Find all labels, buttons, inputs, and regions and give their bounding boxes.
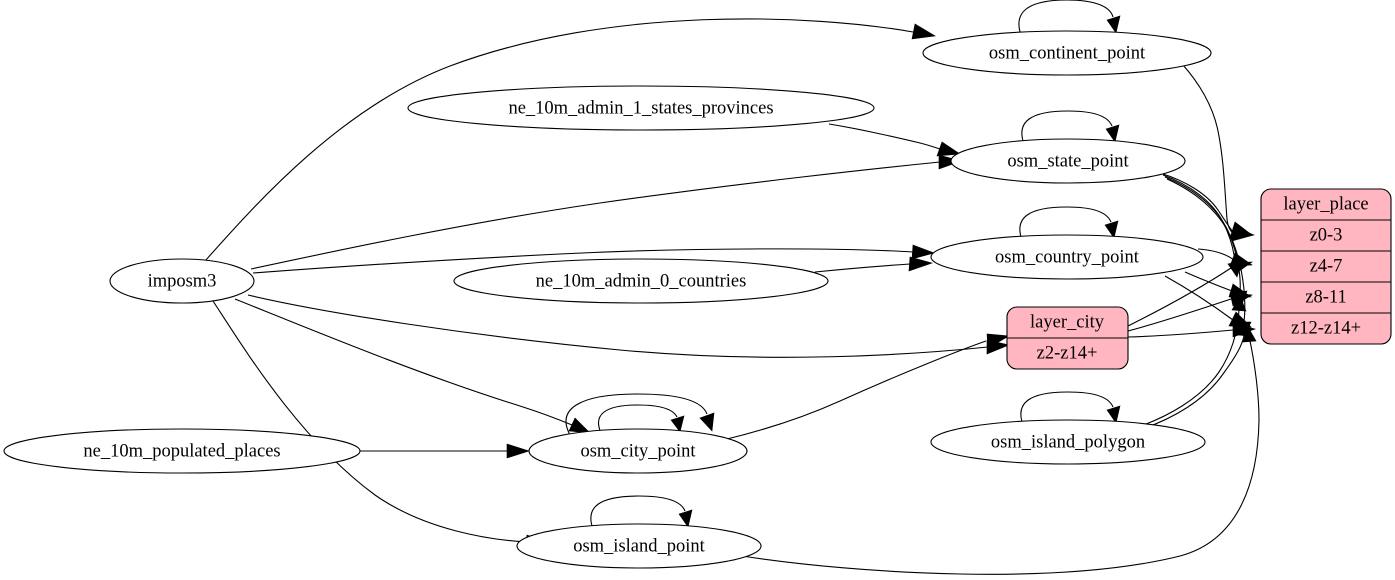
edge-layer_city-to-z4-7 [1127,261,1254,327]
edge-imposm3-to-osm_country_point [252,244,935,274]
record-node-layer_place[interactable]: layer_place z0-3 z4-7 z8-11 z12-z14+ [1260,188,1392,345]
selfloop-osm_state_point [1021,110,1120,145]
node-osm_island_point-shape[interactable] [516,523,762,569]
node-osm_island_point[interactable]: osm_island_point [516,523,762,569]
node-ne_countries-label: ne_10m_admin_0_countries [536,271,747,291]
selfloop-osm_island_point [590,495,693,530]
layer_city-title: layer_city [1030,312,1105,332]
layer_place-row-z8-11[interactable]: z8-11 [1305,287,1346,307]
selfloop-osm_country_point [1019,206,1119,241]
edge-imposm3-to-layer_city [247,294,1010,358]
node-osm_island_point-label: osm_island_point [573,536,705,556]
edge-imposm3-to-osm_city_point [234,298,591,434]
edge-imposm3-to-osm_state_point [250,154,962,270]
node-ne_places-label: ne_10m_populated_places [83,441,280,461]
node-ne_10m_populated_places[interactable]: ne_10m_populated_places [3,428,361,474]
node-ne_states-shape[interactable] [407,85,875,131]
node-osm_continent_point[interactable]: osm_continent_point [922,30,1212,76]
layer_place-row-z4-7[interactable]: z4-7 [1310,256,1343,276]
node-osm_city_point-label: osm_city_point [580,441,696,461]
node-osm_state_point[interactable]: osm_state_point [950,138,1186,184]
node-osm_country_point-label: osm_country_point [995,247,1140,267]
edge-ne_states-to-osm_state_point [828,123,961,157]
edge-layer [204,0,1260,575]
node-layer: imposm3 ne_10m_admin_1_states_provinces … [3,30,1392,569]
node-osm_state_point-shape[interactable] [950,138,1186,184]
selfloop-osm_city_point-outer [565,393,715,436]
node-osm_island_polygon-shape[interactable] [930,419,1206,465]
node-imposm3-label: imposm3 [148,271,217,291]
layer_place-box[interactable] [1260,188,1392,345]
node-osm_city_point[interactable]: osm_city_point [528,428,748,474]
node-osm_continent_point-label: osm_continent_point [989,43,1146,63]
edge-imposm3-to-osm_island_point [212,300,549,550]
layer_place-title: layer_place [1283,194,1368,214]
edge-ne_places-to-osm_city_point [360,443,530,459]
layer_place-row-z12-z14[interactable]: z12-z14+ [1291,318,1361,338]
node-imposm3[interactable]: imposm3 [109,258,255,304]
edge-ne_countries-to-osm_country_point [814,256,934,273]
selfloop-osm_city_point-inner [597,404,685,434]
node-osm_city_point-shape[interactable] [528,428,748,474]
node-osm_island_polygon-label: osm_island_polygon [991,432,1145,452]
layer_city-row-z2-z14[interactable]: z2-z14+ [1037,343,1098,363]
node-osm_country_point-shape[interactable] [930,234,1204,280]
edge-osm_island_polygon-to-z8-11 [1134,295,1247,429]
node-osm_island_polygon[interactable]: osm_island_polygon [930,419,1206,465]
selfloop-osm_island_polygon [1020,391,1121,426]
node-ne_states-label: ne_10m_admin_1_states_provinces [508,98,773,118]
edge-osm_state_point-to-z0-3 [1159,172,1253,239]
node-ne_places-shape[interactable] [3,428,361,474]
node-ne_10m_admin_1_states_provinces[interactable]: ne_10m_admin_1_states_provinces [407,85,875,131]
node-osm_country_point[interactable]: osm_country_point [930,234,1204,280]
record-node-layer_city[interactable]: layer_city z2-z14+ [1006,306,1129,370]
layer_place-row-z0-3[interactable]: z0-3 [1310,225,1343,245]
node-osm_state_point-label: osm_state_point [1007,151,1129,171]
edge-osm_city_point-to-layer_city [726,333,1010,440]
node-ne_10m_admin_0_countries[interactable]: ne_10m_admin_0_countries [453,258,829,304]
selfloop-osm_continent_point [1018,0,1121,36]
node-imposm3-shape[interactable] [109,258,255,304]
edge-imposm3-to-osm_continent_point [204,18,936,262]
edge-osm_island_point-to-z12-z14 [741,326,1260,575]
node-ne_countries-shape[interactable] [453,258,829,304]
node-osm_continent_point-shape[interactable] [922,30,1212,76]
